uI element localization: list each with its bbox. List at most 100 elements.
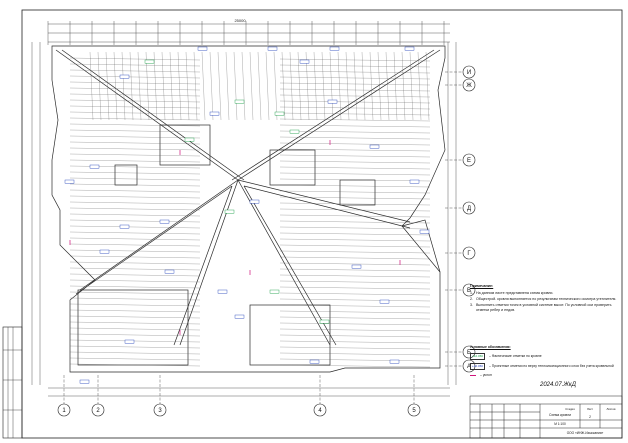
elevation-mark <box>144 59 155 64</box>
legend-text: – Проектные отметки по верху теплоизоляц… <box>488 364 614 368</box>
elevation-mark <box>351 264 362 269</box>
row-axis-bubble <box>462 345 476 359</box>
elevation-mark <box>329 46 340 51</box>
note-num: 3. <box>470 303 473 307</box>
notes-heading: Примечание: <box>470 284 494 288</box>
row-axis-label: В <box>467 288 471 294</box>
elevation-mark <box>404 46 415 51</box>
elevation-mark <box>217 289 228 294</box>
elevation-mark <box>267 46 278 51</box>
legend-slope-mark <box>470 375 476 376</box>
notes-block: Примечание: 1. На данном листе представл… <box>470 284 620 314</box>
row-axis-label: Г <box>467 251 471 257</box>
row-axis-bubble <box>462 283 476 297</box>
elevation-mark <box>119 224 130 229</box>
row-axis-bubble <box>462 65 476 79</box>
stage-label: Стадия <box>565 407 575 411</box>
note-text: На данном листе представлена схема кровл… <box>476 291 554 295</box>
organization: ООО «ИНЖ-Изыскания» <box>567 431 604 435</box>
left-dimensions <box>31 42 41 385</box>
elevation-mark <box>159 219 170 224</box>
elevation-mark <box>369 144 380 149</box>
column-axis-bubble <box>313 403 327 417</box>
note-num: 2. <box>470 297 473 301</box>
elevation-mark <box>269 289 280 294</box>
note-text: Общестрой. кровля выполняется по результ… <box>476 297 617 301</box>
elevation-mark <box>327 99 338 104</box>
sheets-label: Листов <box>606 407 616 411</box>
elevation-mark <box>224 209 235 214</box>
legend-mark-green: +12.450 <box>470 353 485 360</box>
sheet-frame <box>21 9 623 439</box>
row-axis-label: Ж <box>466 83 472 89</box>
elevation-mark <box>164 269 175 274</box>
top-dimensions <box>48 23 450 43</box>
row-axis-label: А <box>467 364 471 370</box>
elevation-mark <box>64 179 75 184</box>
row-axis-bubble <box>462 201 476 215</box>
row-axis-bubble <box>462 153 476 167</box>
elevation-mark <box>234 314 245 319</box>
drawing-code: 2024.07.ЖкД <box>540 382 576 388</box>
elevation-mark <box>419 229 430 234</box>
column-axis-label: 5 <box>412 408 416 414</box>
note-item: 3. Выполнить отметки точек в условной си… <box>470 303 620 313</box>
roof-hatch <box>69 51 431 368</box>
elevation-mark <box>209 111 220 116</box>
elevation-mark <box>319 319 330 324</box>
sheet-label: Лист <box>587 407 594 411</box>
note-num: 1. <box>470 291 473 295</box>
legend-text: – Фактические отметки по кровле <box>488 354 542 358</box>
note-text: Выполнить отметки точек в условной систе… <box>476 303 612 312</box>
column-axis-bubble <box>57 403 71 417</box>
column-axis-label: 1 <box>62 408 66 414</box>
elevation-mark <box>249 199 260 204</box>
sheet-title: Схема кровли <box>549 413 571 417</box>
elevation-mark <box>274 111 285 116</box>
row-axis-label: Е <box>467 158 471 164</box>
column-axis-label: 3 <box>158 408 162 414</box>
column-axis-bubble <box>91 403 105 417</box>
elevation-mark <box>124 339 135 344</box>
legend-item: +12.450 – Фактические отметки по кровле <box>470 353 620 360</box>
elevation-mark <box>99 249 110 254</box>
roof-outline <box>51 45 446 373</box>
legend-text: – уклон <box>480 373 492 377</box>
note-item: 2. Общестрой. кровля выполняется по резу… <box>470 297 620 302</box>
column-axis-label: 2 <box>96 408 100 414</box>
overall-width-label: 25000 <box>234 18 246 23</box>
column-axis-bubble <box>153 403 167 417</box>
legend-item: – уклон <box>470 373 620 378</box>
elevation-mark <box>409 179 420 184</box>
note-item: 1. На данном листе представлена схема кр… <box>470 291 620 296</box>
binding-strip <box>2 326 23 439</box>
elevation-mark <box>289 129 300 134</box>
legend-heading: Условные обозначения: <box>470 345 511 349</box>
elevation-mark <box>379 299 390 304</box>
elevation-mark <box>197 46 208 51</box>
row-axis-label: И <box>467 70 471 76</box>
elevation-mark <box>119 74 130 79</box>
elevation-mark <box>309 359 320 364</box>
column-axis-bubble <box>407 403 421 417</box>
elevation-mark <box>184 137 195 142</box>
row-axis-bubble <box>462 78 476 92</box>
elevation-mark <box>79 379 90 384</box>
elevation-mark <box>234 99 245 104</box>
elevation-mark <box>89 164 100 169</box>
legend-mark-blue: +12.450 <box>470 363 485 370</box>
bottom-dimensions <box>48 387 450 397</box>
sheet-scale: М 1:100 <box>554 422 566 426</box>
elevation-mark <box>389 359 400 364</box>
row-axis-label: Д <box>467 206 471 212</box>
legend-item: +12.450 – Проектные отметки по верху теп… <box>470 363 620 370</box>
elevation-mark <box>299 59 310 64</box>
sheet-number: 2 <box>589 415 591 419</box>
legend-block: Условные обозначения: +12.450 – Фактичес… <box>470 345 620 381</box>
right-dimensions <box>447 42 457 385</box>
row-axis-bubble <box>462 246 476 260</box>
title-block <box>469 395 623 439</box>
row-axis-label: Б <box>467 350 471 356</box>
column-axis-label: 4 <box>318 408 322 414</box>
